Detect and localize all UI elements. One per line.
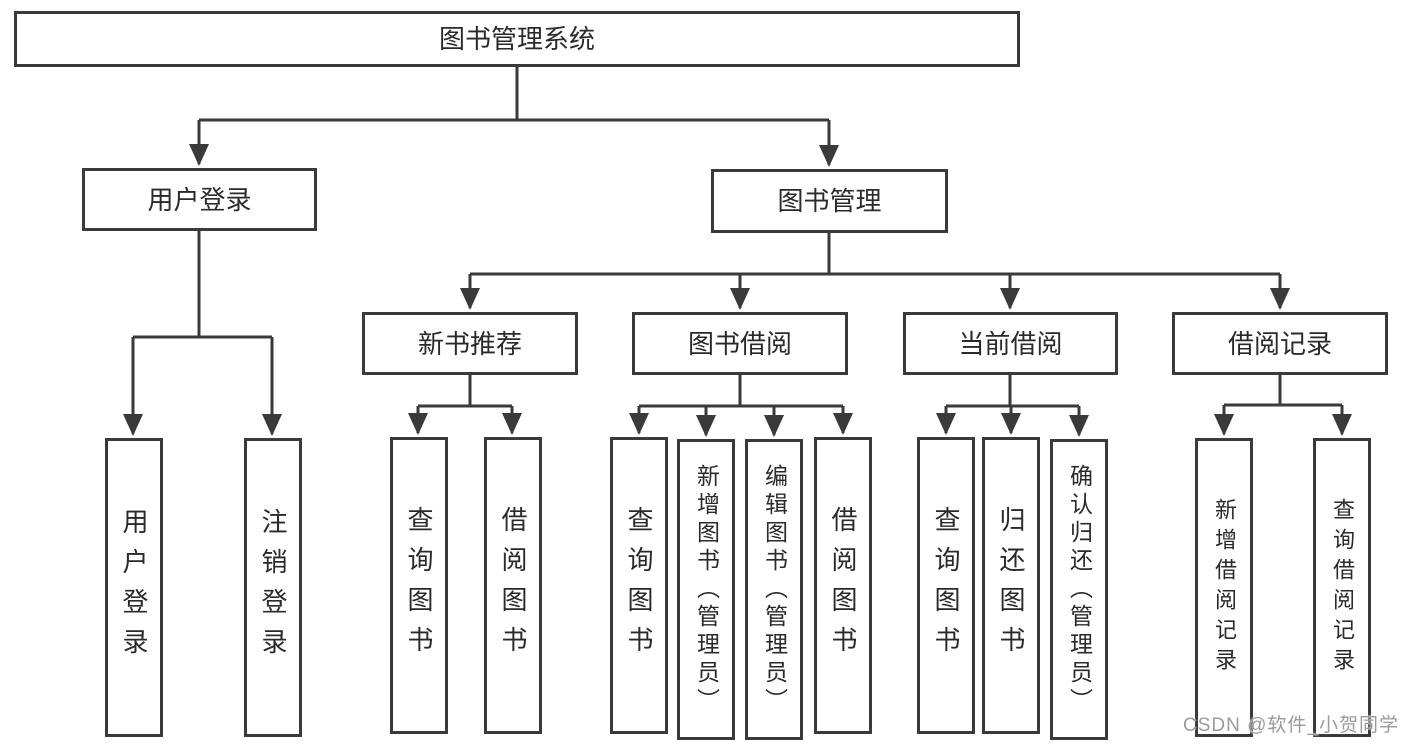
node-book-management-label: 图书管理 <box>777 186 882 216</box>
leaf-query-borrow-record: 查询借阅记录 <box>1313 438 1371 737</box>
leaf-newrec-borrow-book: 借阅图书 <box>484 437 542 734</box>
node-root-system: 图书管理系统 <box>14 11 1020 67</box>
node-new-book-recommend: 新书推荐 <box>362 312 578 375</box>
leaf-return-book: 归还图书 <box>982 437 1040 734</box>
node-borrow-records-label: 借阅记录 <box>1227 328 1332 359</box>
leaf-newrec-borrow-book-label: 借阅图书 <box>498 505 528 666</box>
leaf-current-query-book-label: 查询图书 <box>931 505 961 666</box>
leaf-edit-book-admin-label: 编辑图书（管理员） <box>761 463 788 716</box>
leaf-current-query-book: 查询图书 <box>917 437 975 734</box>
node-user-login-label: 用户登录 <box>147 184 252 215</box>
leaf-newrec-query-book-label: 查询图书 <box>404 505 434 666</box>
leaf-confirm-return-admin-label: 确认归还（管理员） <box>1066 463 1093 716</box>
node-book-borrow-label: 图书借阅 <box>687 328 792 359</box>
leaf-return-book-label: 归还图书 <box>996 505 1026 666</box>
leaf-logout: 注销登录 <box>244 438 302 737</box>
node-borrow-records: 借阅记录 <box>1172 312 1388 375</box>
leaf-user-login-label: 用户登录 <box>119 507 149 668</box>
leaf-add-borrow-record-label: 新增借阅记录 <box>1212 497 1237 678</box>
leaf-borrow-borrow-book: 借阅图书 <box>814 437 872 734</box>
node-user-login: 用户登录 <box>82 168 317 231</box>
node-book-management: 图书管理 <box>711 169 948 233</box>
leaf-query-borrow-record-label: 查询借阅记录 <box>1330 497 1355 678</box>
csdn-watermark: CSDN @软件_小贺同学 <box>1183 715 1399 736</box>
node-new-book-recommend-label: 新书推荐 <box>417 328 522 359</box>
leaf-logout-label: 注销登录 <box>258 507 288 668</box>
leaf-newrec-query-book: 查询图书 <box>390 437 448 734</box>
leaf-add-book-admin-label: 新增图书（管理员） <box>693 463 720 716</box>
leaf-borrow-query-book-label: 查询图书 <box>624 505 654 666</box>
leaf-edit-book-admin: 编辑图书（管理员） <box>745 439 803 740</box>
node-current-borrow: 当前借阅 <box>903 312 1118 375</box>
leaf-user-login: 用户登录 <box>105 438 163 737</box>
node-current-borrow-label: 当前借阅 <box>958 328 1063 359</box>
node-root-system-label: 图书管理系统 <box>438 24 595 54</box>
leaf-add-book-admin: 新增图书（管理员） <box>677 439 735 740</box>
leaf-borrow-query-book: 查询图书 <box>610 437 668 734</box>
node-book-borrow: 图书借阅 <box>632 312 848 375</box>
leaf-add-borrow-record: 新增借阅记录 <box>1195 438 1253 737</box>
leaf-borrow-borrow-book-label: 借阅图书 <box>828 505 858 666</box>
leaf-confirm-return-admin: 确认归还（管理员） <box>1050 439 1108 740</box>
